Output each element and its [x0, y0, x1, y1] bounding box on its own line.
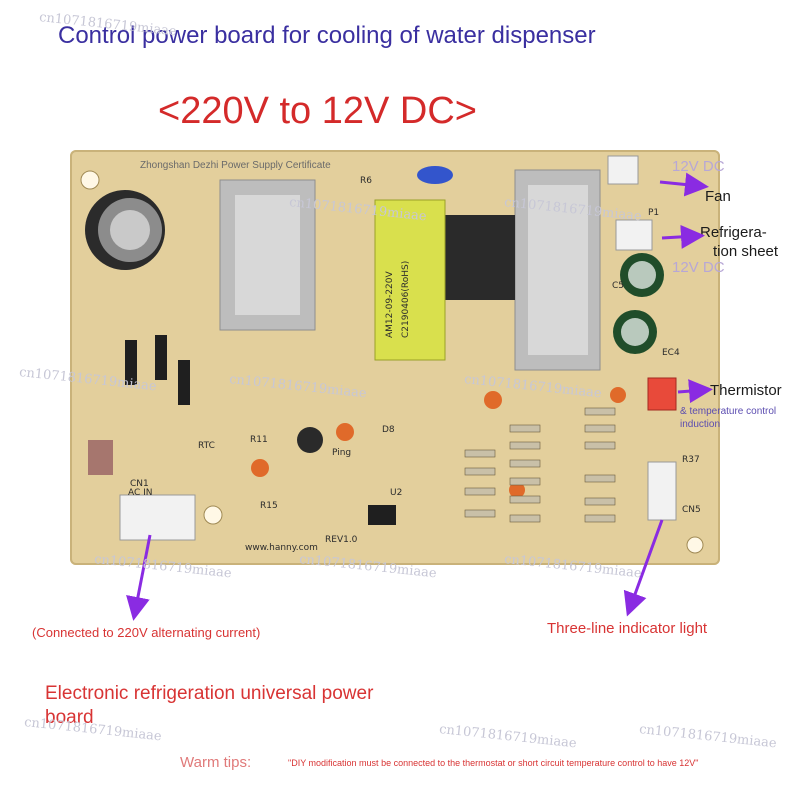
ac-note: (Connected to 220V alternating current) [32, 625, 261, 640]
page-title: Control power board for cooling of water… [58, 22, 596, 49]
mark-rev: REV1.0 [325, 535, 358, 545]
warm-tips-label: Warm tips: [180, 754, 252, 771]
indicator-label: Three-line indicator light [547, 620, 708, 637]
ac-arrow [126, 534, 152, 621]
refrigeration-label-1: Refrigera- [700, 224, 767, 241]
mark-c5: C5 [612, 281, 624, 291]
transformer [374, 199, 446, 361]
switching-component [445, 215, 515, 300]
sheet-voltage-label: 12V DC [672, 259, 725, 276]
fan-connector [607, 155, 639, 185]
fan-label: Fan [705, 188, 731, 205]
transformer-line1: AM12-09-220V [385, 271, 395, 338]
mark-r6: R6 [360, 176, 372, 186]
fan-arrow [659, 172, 709, 197]
fan-voltage-label: 12V DC [672, 158, 725, 175]
thermistor-sub-2: induction [680, 419, 721, 430]
thermistor-connector [647, 377, 677, 411]
capacitor-blue [417, 166, 453, 184]
diy-note: "DIY modification must be connected to t… [288, 758, 699, 768]
mark-r15: R15 [260, 501, 278, 511]
ac-in-connector [119, 494, 196, 541]
mark-brand: www.hanny.com [245, 543, 318, 553]
mark-ac-in: AC IN [128, 488, 153, 498]
ic-chip [368, 505, 396, 525]
mark-cn1: CN1 [130, 479, 149, 489]
mark-d8: D8 [382, 425, 395, 435]
mark-ping: Ping [332, 448, 351, 458]
transformer-line2: C2190406(RoHS) [401, 261, 411, 338]
mark-u2: U2 [390, 488, 402, 498]
mark-p1: P1 [648, 208, 659, 218]
capacitor-small [297, 427, 323, 453]
mark-rtc: RTC [198, 441, 215, 451]
refrigeration-connector [615, 219, 653, 251]
thermistor-sub-1: & temperature control [680, 406, 777, 417]
mark-ec4: EC4 [662, 348, 680, 358]
mark-r37: R37 [682, 455, 700, 465]
indicator-connector [647, 461, 677, 521]
thermistor-arrow [677, 379, 713, 404]
refrigeration-label-2: tion sheet [713, 243, 779, 260]
thermistor-label: Thermistor [710, 382, 782, 399]
universal-board-label: Electronic refrigeration universal power… [45, 683, 374, 728]
mark-cn5: CN5 [682, 505, 701, 515]
pcb-board: AM12-09-220V C2190406(RoHS) [70, 150, 720, 565]
voltage-headline: <220V to 12V DC> [158, 90, 477, 132]
refrigeration-arrow [661, 224, 705, 249]
mark-r11: R11 [250, 435, 268, 445]
indicator-arrow [623, 519, 664, 617]
pcb-illustration: AM12-09-220V C2190406(RoHS) [80, 155, 704, 554]
fuse [88, 440, 113, 475]
certificate-text: Zhongshan Dezhi Power Supply Certificate [140, 160, 331, 171]
